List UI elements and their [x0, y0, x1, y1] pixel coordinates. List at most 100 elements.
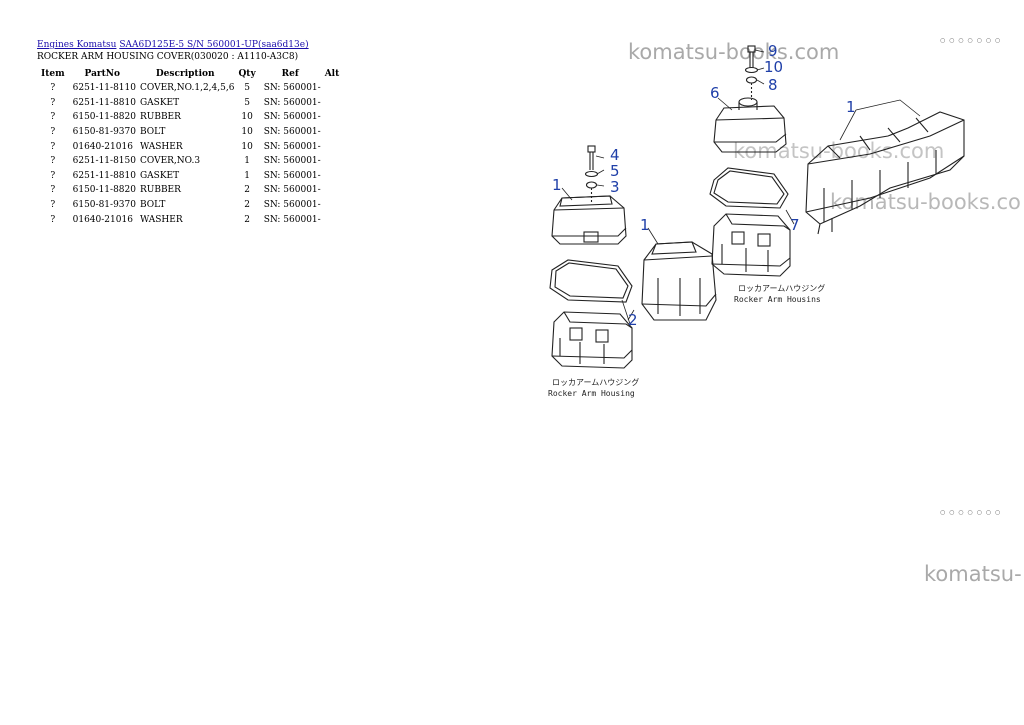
cell-qty: 5	[244, 83, 250, 94]
cover-6	[713, 97, 787, 153]
cell-description: BOLT	[139, 200, 166, 211]
cell-qty: 1	[244, 156, 250, 167]
header-alt: Alt	[324, 68, 340, 79]
callout-5: 5	[610, 162, 620, 180]
cell-partno: 6150-81-9370	[72, 127, 136, 138]
cover-center	[641, 241, 717, 321]
cell-partno: 6150-81-9370	[72, 200, 136, 211]
cell-qty: 10	[241, 127, 253, 138]
cell-description: GASKET	[139, 97, 180, 108]
housing-label-en: Rocker Arm Housing	[548, 389, 635, 398]
cell-alt	[321, 110, 344, 125]
callout-6: 6	[710, 84, 720, 102]
cell-item: ?	[50, 97, 56, 108]
cell-description: WASHER	[139, 141, 183, 152]
header-partno: PartNo	[84, 68, 121, 79]
header-item: Item	[41, 68, 65, 79]
gasket-right	[709, 167, 789, 209]
cell-qty: 2	[244, 200, 250, 211]
cell-item: ?	[50, 200, 56, 211]
parts-table: Item PartNo Description Qty Ref Alt ? 625…	[37, 66, 343, 227]
callout-10: 10	[764, 58, 783, 76]
corner-marks-top: ○ ○ ○ ○ ○ ○ ○	[940, 37, 1002, 44]
callout-7: 7	[790, 216, 800, 234]
callout-1: 1	[846, 98, 856, 116]
callout-9: 9	[768, 42, 778, 60]
page-title: ROCKER ARM HOUSING COVER(030020 : A1110-…	[37, 52, 299, 62]
cell-partno: 6251-11-8810	[72, 97, 136, 108]
cell-alt	[321, 169, 344, 184]
callout-1: 1	[640, 216, 650, 234]
cell-alt	[321, 81, 344, 96]
breadcrumb: Engines Komatsu SAA6D125E-5 S/N 560001-U…	[37, 40, 309, 50]
cell-ref: SN: 560001-	[263, 83, 321, 94]
cell-partno: 6150-11-8820	[72, 112, 136, 123]
table-header-row: Item PartNo Description Qty Ref Alt	[37, 66, 343, 81]
cell-description: WASHER	[139, 214, 183, 225]
watermark: komatsu-books.com	[628, 40, 840, 64]
cell-partno: 6251-11-8810	[72, 170, 136, 181]
housing-label-jp: ロッカアームハウジング	[552, 377, 639, 387]
callout-3: 3	[610, 178, 620, 196]
breadcrumb-link-engines[interactable]: Engines Komatsu	[37, 40, 117, 50]
callout-1: 1	[552, 176, 562, 194]
cell-partno: 6251-11-8150	[72, 156, 136, 167]
cell-ref: SN: 560001-	[263, 112, 321, 123]
cell-alt	[321, 183, 344, 198]
corner-marks-bottom: ○ ○ ○ ○ ○ ○ ○	[940, 509, 1002, 516]
header-ref: Ref	[281, 68, 299, 79]
cell-alt	[321, 139, 344, 154]
cell-qty: 2	[244, 185, 250, 196]
cell-ref: SN: 560001-	[263, 185, 321, 196]
cell-partno: 6150-11-8820	[72, 185, 136, 196]
cell-qty: 5	[244, 97, 250, 108]
header-description: Description	[155, 68, 215, 79]
housing-label-en: Rocker Arm Housins	[734, 295, 821, 304]
cell-ref: SN: 560001-	[263, 156, 321, 167]
callout-2: 2	[628, 311, 638, 329]
cell-item: ?	[50, 112, 56, 123]
housing-right	[711, 213, 791, 277]
cell-item: ?	[50, 185, 56, 196]
cell-alt	[321, 212, 344, 227]
exploded-parts-diagram: 1 1 1 2 3 4 5 6 7 8 9 10 ロッカアームハウジング Roc…	[548, 42, 965, 398]
cell-partno: 01640-21016	[72, 214, 133, 225]
cell-description: RUBBER	[139, 112, 181, 123]
cell-description: GASKET	[139, 170, 180, 181]
cell-description: COVER,NO.1,2,4,5,6	[139, 83, 235, 94]
cell-partno: 6251-11-8110	[72, 83, 136, 94]
cell-item: ?	[50, 156, 56, 167]
cell-ref: SN: 560001-	[263, 127, 321, 138]
cell-item: ?	[50, 83, 56, 94]
cell-ref: SN: 560001-	[263, 200, 321, 211]
cell-item: ?	[50, 141, 56, 152]
housing-left	[551, 311, 633, 369]
breadcrumb-link-model[interactable]: SAA6D125E-5 S/N 560001-UP(saa6d13e)	[119, 40, 309, 50]
header-qty: Qty	[238, 68, 256, 79]
cover-assembly	[805, 111, 965, 235]
cell-description: COVER,NO.3	[139, 156, 201, 167]
cell-description: RUBBER	[139, 185, 181, 196]
gasket-left	[549, 259, 633, 303]
cell-qty: 2	[244, 214, 250, 225]
callout-4: 4	[610, 146, 620, 164]
cell-item: ?	[50, 170, 56, 181]
cell-description: BOLT	[139, 127, 166, 138]
watermark: komatsu-	[924, 562, 1022, 586]
watermark: komatsu-books.co	[830, 190, 1021, 214]
bolt-stack-right	[744, 45, 759, 100]
bolt-stack-left	[584, 145, 599, 204]
cell-qty: 1	[244, 170, 250, 181]
cell-alt	[321, 125, 344, 140]
housing-label-jp: ロッカアームハウジング	[738, 283, 825, 293]
cell-ref: SN: 560001-	[263, 97, 321, 108]
